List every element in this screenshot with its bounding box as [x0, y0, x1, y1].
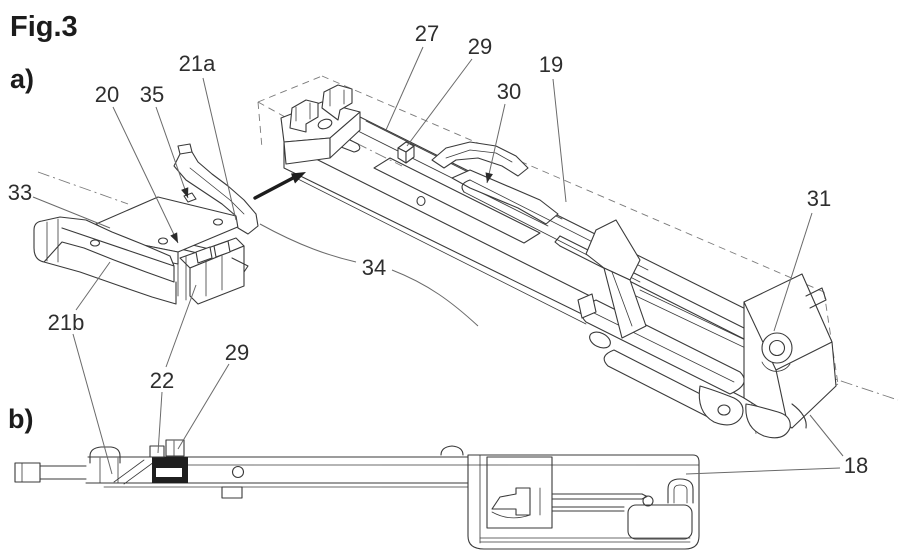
ref-label-30: 30 — [497, 79, 521, 104]
bore-outer — [761, 332, 793, 364]
leader-22-1 — [165, 284, 197, 368]
b-inner-round-rect — [627, 504, 693, 540]
end-block-31 — [743, 273, 837, 429]
view-a-label: a) — [10, 64, 34, 94]
leader-21b-1 — [75, 261, 111, 311]
b-tab-29 — [165, 439, 185, 457]
ref-label-27: 27 — [415, 21, 439, 46]
leader-30 — [486, 103, 506, 184]
leader-19 — [552, 78, 567, 203]
ref-label-29-top: 29 — [468, 34, 492, 59]
b-tab-22 — [149, 445, 165, 458]
screw-hole — [416, 195, 426, 207]
leader-27 — [385, 46, 424, 131]
figure-title: Fig.3 — [10, 11, 78, 43]
rail-top-recess — [373, 157, 541, 244]
leader-arrowhead-20 — [170, 232, 178, 243]
leader-18-1 — [809, 414, 844, 457]
b-right-block — [467, 454, 700, 550]
rail-top-face — [283, 110, 819, 383]
b-hook-outer — [667, 478, 694, 504]
arm-21b — [33, 216, 177, 305]
leader-33 — [32, 196, 111, 229]
bore-inner — [768, 339, 786, 357]
leader-21a — [202, 77, 237, 221]
ref-label-18: 18 — [844, 453, 868, 478]
head-lug-right — [321, 84, 353, 121]
mid-bracket — [577, 219, 647, 339]
view-b-side-view — [14, 439, 700, 550]
leader-29-top — [406, 58, 473, 147]
clamp-30 — [431, 141, 649, 283]
ref-label-19: 19 — [539, 52, 563, 77]
leader-29-left — [177, 363, 230, 450]
center-axis-line-left — [37, 171, 129, 205]
leader-31 — [773, 212, 813, 332]
leader-21b-2 — [72, 333, 113, 475]
b-left-block — [14, 462, 41, 483]
ref-label-20: 20 — [95, 82, 119, 107]
b-dome-left — [89, 446, 121, 464]
b-rail-hole — [231, 465, 245, 479]
ref-label-33: 33 — [8, 180, 32, 205]
head-hole — [317, 118, 333, 130]
insertion-arrow-head — [291, 172, 306, 184]
leader-18-2 — [685, 467, 841, 475]
ref-label-21b: 21b — [48, 310, 85, 335]
ref-label-22: 22 — [150, 368, 174, 393]
view-b-label: b) — [8, 404, 33, 434]
ref-label-34: 34 — [362, 255, 386, 280]
ref-label-29-left: 29 — [225, 340, 249, 365]
leader-22-2 — [157, 391, 163, 454]
block-22 — [179, 237, 249, 305]
ref-label-35: 35 — [140, 82, 164, 107]
leader-34-curve — [259, 223, 479, 327]
b-hook-inner — [673, 484, 688, 504]
b-inner-frame — [486, 456, 553, 529]
leader-20 — [112, 106, 179, 244]
leader-arrowhead-35 — [181, 187, 189, 198]
leader-arrowhead-30 — [485, 172, 493, 183]
block-29-top — [397, 141, 415, 164]
b-dome-right — [440, 445, 464, 456]
end-feet — [698, 385, 807, 439]
insertion-arrow — [253, 176, 295, 200]
b-lower-tab — [221, 486, 243, 499]
view-a-latch-assembly — [33, 143, 259, 305]
ref-label-21a: 21a — [179, 51, 216, 76]
head-lug-left — [289, 99, 319, 133]
view-a-rail-assembly — [280, 84, 837, 439]
ref-label-31: 31 — [807, 186, 831, 211]
leader-35 — [155, 106, 189, 199]
b-pin-parts — [491, 487, 531, 516]
center-axis-line-right — [819, 373, 899, 401]
